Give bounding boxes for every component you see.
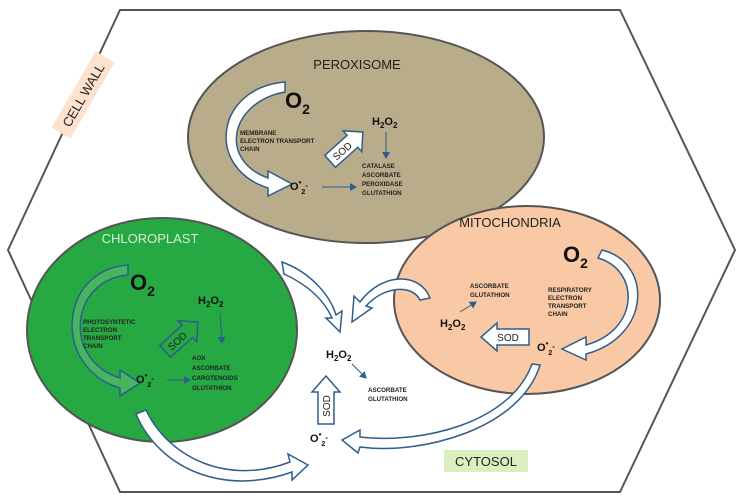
cytosol-label: CYTOSOL <box>444 450 528 472</box>
mitochondria-title: MITOCHONDRIA <box>459 215 561 230</box>
peroxisome-curved-arrow <box>225 81 294 198</box>
mitochondria-scavengers: ASCORBATE GLUTATHION <box>470 283 510 299</box>
peroxisome-o2: O2 <box>285 88 310 117</box>
mitochondria-o2: O2 <box>563 242 588 271</box>
cytosol-h2o2-arrow <box>351 363 367 379</box>
chloroplast-source: PHOTOSYNTETIC ELECTRON TRANSPORT CHAIN <box>83 319 137 350</box>
cytosol-text: CYTOSOL <box>455 454 517 469</box>
chloroplast-body <box>26 217 298 443</box>
mitochondria-h2o2: H2O2 <box>440 318 466 332</box>
chloroplast-h2o2-arrow <box>217 312 226 344</box>
chloroplast-title: CHLOROPLAST <box>102 231 199 246</box>
mitochondria-h2o2-arrow <box>459 301 477 313</box>
mitochondria-curved-arrow <box>560 249 639 362</box>
cytosol: H2O2 ASCORBATE GLUTATHION SOD O•2- <box>135 260 541 482</box>
peroxisome-superoxide: O•2- <box>290 178 308 196</box>
chloroplast-to-cytosol-arrow <box>281 260 343 334</box>
peroxisome: PEROXISOME O2 MEMBRANE ELECTRON TRANSPOR… <box>187 30 545 244</box>
mitochondria: MITOCHONDRIA O2 RESPIRATORY ELECTRON TRA… <box>393 205 661 395</box>
mitochondria-superoxide: O•2- <box>537 339 555 357</box>
mitochondria-source: RESPIRATORY ELECTRON TRANSPORT CHAIN <box>548 287 594 318</box>
cytosol-sod-label: SOD <box>322 395 333 417</box>
cytosol-h2o2: H2O2 <box>326 349 352 363</box>
cytosol-superoxide: O•2- <box>310 430 328 448</box>
chloroplast-scavengers: AOX ASCORBATE CAROTENOIDS GLUTATHION <box>192 355 239 392</box>
peroxisome-source: MEMBRANE ELECTRON TRANSPORT CHAIN <box>240 130 316 153</box>
cytosol-scavengers: ASCORBATE GLUTATHION <box>368 387 408 403</box>
peroxisome-scavengers: CATALASE ASCORBATE PEROXIDASE GLUTATHION <box>362 163 404 197</box>
mitochondria-superoxide-to-cytosol-arrow <box>340 363 541 455</box>
mitochondria-sod-arrow <box>479 321 530 353</box>
chloroplast-h2o2: H2O2 <box>198 295 224 309</box>
chloroplast-curved-arrow <box>71 264 142 398</box>
mitochondria-sod-label: SOD <box>497 333 519 344</box>
chloroplast-superoxide: O•2- <box>136 371 154 389</box>
chloroplast-superoxide-to-cytosol-arrow <box>135 409 310 482</box>
peroxisome-h2o2: H2O2 <box>372 116 398 130</box>
chloroplast-o2: O2 <box>130 270 155 299</box>
peroxisome-title: PEROXISOME <box>313 57 401 72</box>
chloroplast: CHLOROPLAST O2 PHOTOSYNTETIC ELECTRON TR… <box>26 217 298 443</box>
cytosol-sod-arrow: SOD <box>310 374 342 425</box>
mitochondria-to-cytosol-arrow <box>351 278 432 324</box>
mitochondria-body <box>393 205 661 395</box>
